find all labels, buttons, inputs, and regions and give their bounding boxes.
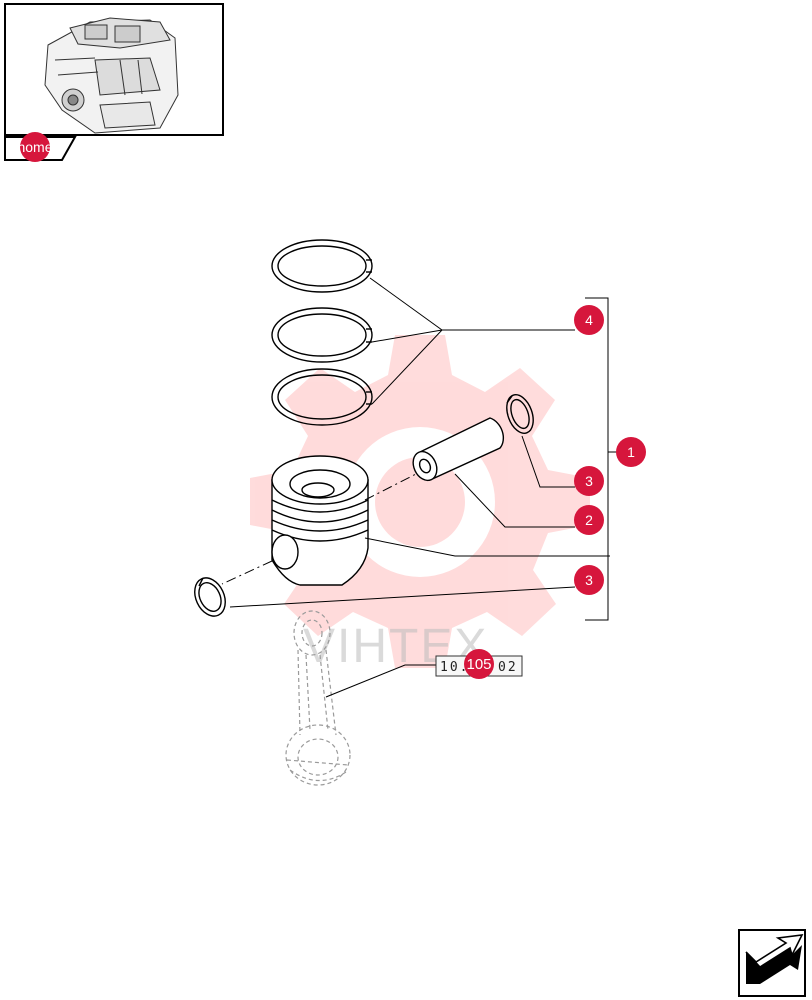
reference-number: 105 [466, 656, 491, 673]
piston-ring-bottom [271, 368, 373, 426]
leader-lines [229, 277, 617, 698]
callout-1[interactable]: 1 [616, 437, 646, 467]
circlip-lower [194, 577, 226, 617]
home-label: home [17, 139, 52, 155]
reference-prefix: 10. [440, 660, 469, 675]
callout-3-upper[interactable]: 3 [574, 466, 604, 496]
piston-ring-top [271, 239, 373, 293]
next-page-button[interactable] [738, 929, 806, 997]
callout-2[interactable]: 2 [574, 505, 604, 535]
callout-3-lower-label: 3 [585, 572, 593, 588]
reference-suffix: 02 [498, 660, 518, 675]
assembly-axis-lines [221, 472, 419, 585]
callout-2-label: 2 [585, 512, 593, 528]
circlip-upper [506, 394, 534, 434]
piston [271, 455, 369, 586]
home-thumbnail[interactable]: home [4, 3, 224, 162]
callout-3-lower[interactable]: 3 [574, 565, 604, 595]
piston-ring-middle [271, 307, 373, 363]
callout-4-label: 4 [585, 312, 593, 328]
callout-1-label: 1 [627, 444, 635, 460]
reference-link[interactable]: 10. 02 105 [435, 649, 523, 679]
engine-thumbnail-icon [44, 17, 179, 134]
piston-pin [412, 417, 505, 482]
connecting-rod [285, 610, 351, 786]
callout-4[interactable]: 4 [574, 305, 604, 335]
next-page-arrow-icon [745, 934, 804, 984]
callout-3-upper-label: 3 [585, 473, 593, 489]
